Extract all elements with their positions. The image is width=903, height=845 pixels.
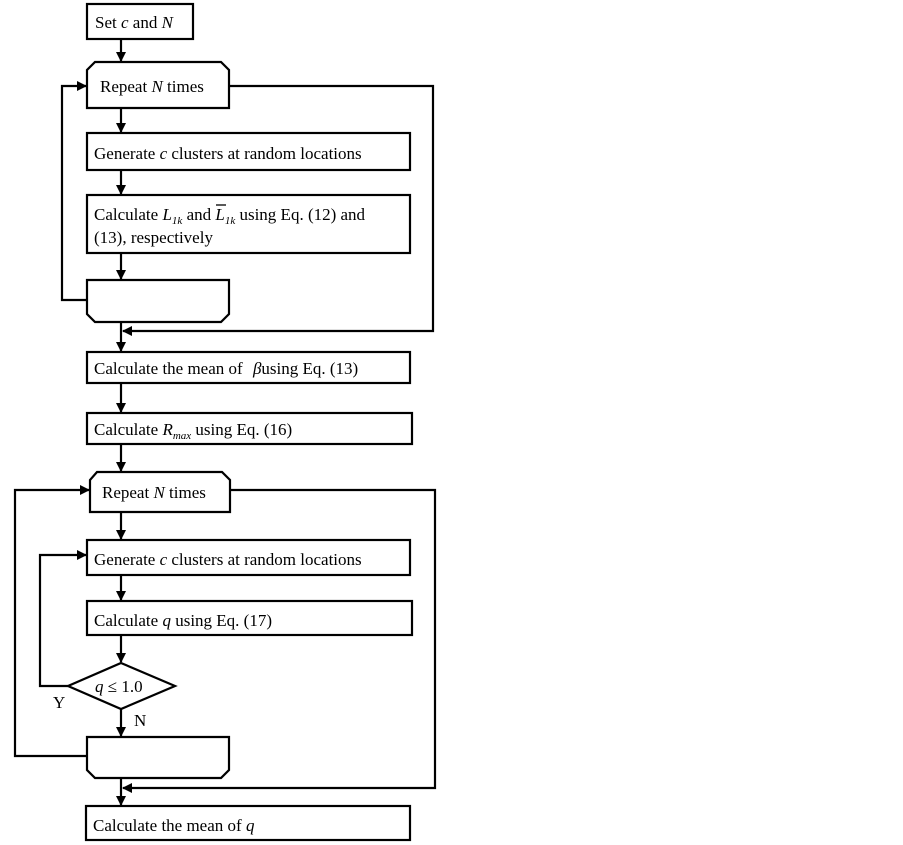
svg-text:Repeat N times: Repeat N times <box>102 483 206 502</box>
repeat-loop-end-2 <box>85 735 231 780</box>
connectors <box>13 39 437 806</box>
yes-loop-arrow <box>38 550 87 688</box>
loop-back-arrow-1 <box>60 81 87 302</box>
generate-clusters-box-1: Generate c clusters at random locations <box>85 131 412 172</box>
repeat-loop-start-2: Repeat N times <box>88 470 232 514</box>
svg-text:q ≤ 1.0: q ≤ 1.0 <box>95 677 143 696</box>
mean-beta-box: Calculate the mean of βusing Eq. (13) <box>85 350 412 385</box>
calculate-q-box: Calculate q using Eq. (17) <box>85 599 414 637</box>
svg-text:Repeat N times: Repeat N times <box>100 77 204 96</box>
svg-text:(13), respectively: (13), respectively <box>94 228 213 247</box>
svg-text:Calculate the mean of q: Calculate the mean of q <box>93 816 255 835</box>
repeat-loop-start-1: Repeat N times <box>85 60 231 110</box>
loop-exit-arrow-2 <box>122 488 437 793</box>
decision-q-diamond: q ≤ 1.0 Y N <box>53 661 178 730</box>
loop-exit-arrow-1 <box>122 84 435 336</box>
svg-text:Generate c clusters at random: Generate c clusters at random locations <box>94 550 362 569</box>
repeat-loop-end-1 <box>85 278 231 324</box>
svg-text:Calculate q using Eq. (17): Calculate q using Eq. (17) <box>94 611 272 630</box>
loop-back-arrow-2 <box>13 485 90 758</box>
mean-q-box: Calculate the mean of q <box>84 804 412 842</box>
yes-label: Y <box>53 693 65 712</box>
svg-text:Calculate the mean of βusing E: Calculate the mean of βusing Eq. (13) <box>94 359 358 378</box>
svg-text:Calculate L1k and L1k using Eq: Calculate L1k and L1k using Eq. (12) and <box>94 205 366 227</box>
calculate-l-box: Calculate L1k and L1k using Eq. (12) and… <box>85 193 412 255</box>
svg-text:Calculate Rmax using Eq. (16): Calculate Rmax using Eq. (16) <box>94 420 292 442</box>
no-label: N <box>134 711 146 730</box>
generate-clusters-box-2: Generate c clusters at random locations <box>85 538 412 577</box>
svg-text:Generate c clusters at random: Generate c clusters at random locations <box>94 144 362 163</box>
svg-text:Set c and N: Set c and N <box>95 13 175 32</box>
calculate-rmax-box: Calculate Rmax using Eq. (16) <box>85 411 414 446</box>
set-c-and-n-box: Set c and N <box>85 2 195 41</box>
